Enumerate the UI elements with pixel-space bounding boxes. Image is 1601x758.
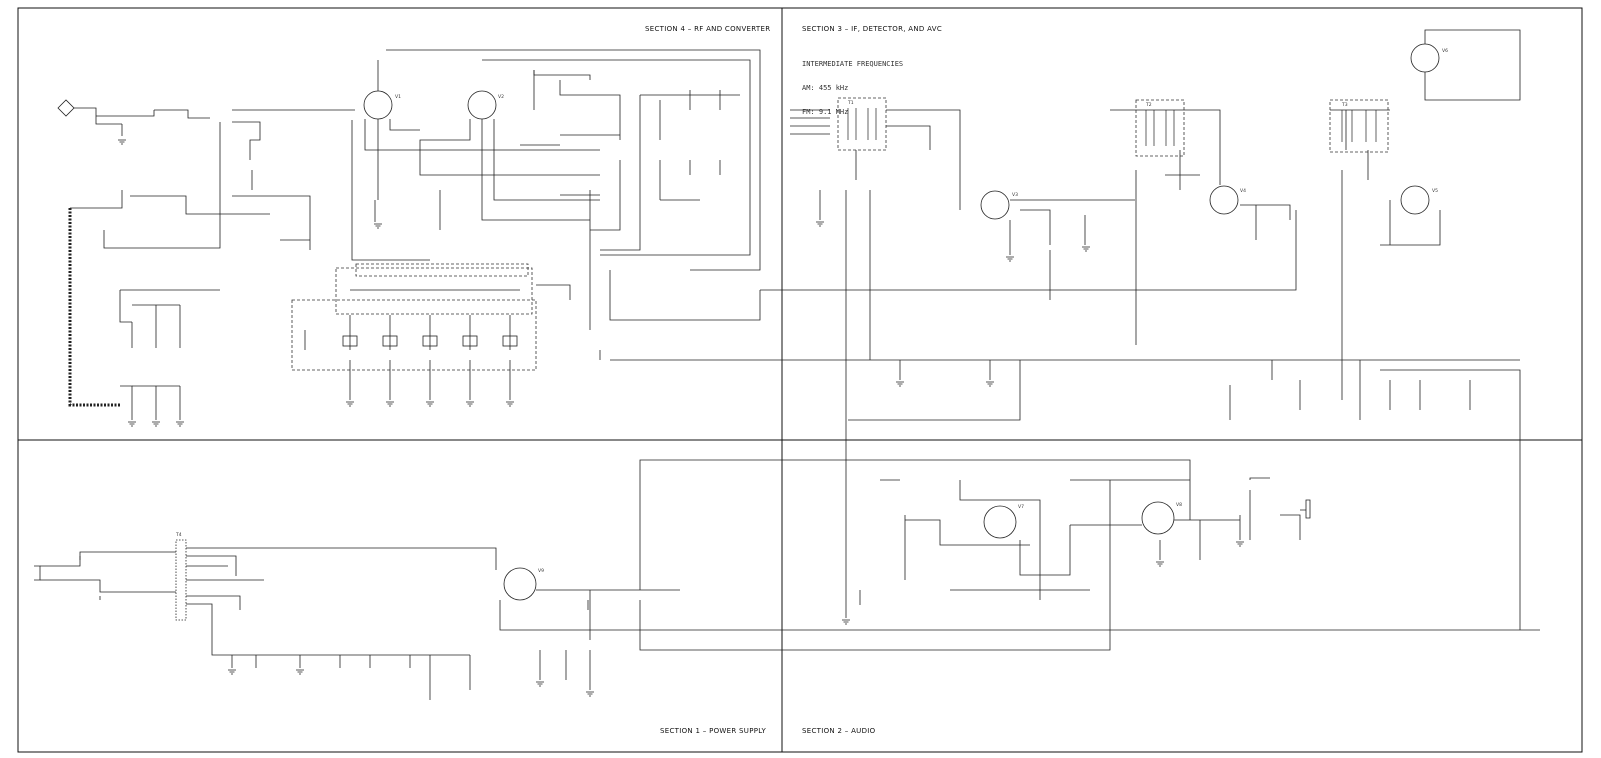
tube-label: V5 — [1432, 188, 1438, 194]
if-note-title: INTERMEDIATE FREQUENCIES — [802, 60, 904, 68]
tuning-gang-elements — [304, 284, 571, 400]
transformer-label: T3 — [1341, 102, 1348, 108]
section-title-audio: SECTION 2 – AUDIO — [802, 727, 876, 735]
audio-wiring — [845, 477, 1311, 630]
sheet-frame — [17, 7, 1583, 753]
intermediate-frequencies-note: INTERMEDIATE FREQUENCIES AM: 455 kHz FM:… — [802, 44, 903, 124]
tuning-gang-box — [291, 263, 537, 371]
power-supply-wiring — [34, 459, 1540, 700]
tube-label: V7 — [1018, 504, 1024, 510]
transformer-label: T2 — [1145, 102, 1152, 108]
tube-label: V6 — [1442, 48, 1448, 54]
tube-label: V1 — [395, 94, 401, 100]
tube-label: V3 — [1012, 192, 1018, 198]
if-transformer-windings — [847, 108, 1377, 146]
tube-labels: V1 V2 V3 V4 V5 V6 V7 V8 V9 T1 T2 T3 T4 — [175, 48, 1448, 574]
tube-label: V4 — [1240, 188, 1246, 194]
transformer-label: T4 — [175, 532, 182, 538]
if-note-fm: FM: 9.1 MHz — [802, 108, 849, 116]
tube-label: V8 — [1176, 502, 1182, 508]
rf-converter-wiring — [57, 49, 761, 420]
transformer-label: T1 — [847, 100, 854, 106]
section-title-rf-converter: SECTION 4 – RF AND CONVERTER — [645, 25, 771, 33]
tube-label: V9 — [538, 568, 544, 574]
ground-symbols — [118, 139, 1244, 697]
if-note-am: AM: 455 kHz — [802, 84, 849, 92]
section-title-if-detector-avc: SECTION 3 – IF, DETECTOR, AND AVC — [802, 25, 943, 33]
if-transformer-boxes — [837, 97, 1389, 157]
section-title-power-supply: SECTION 1 – POWER SUPPLY — [660, 727, 767, 735]
if-stage-wiring — [599, 29, 1521, 630]
tube-label: V2 — [498, 94, 504, 100]
